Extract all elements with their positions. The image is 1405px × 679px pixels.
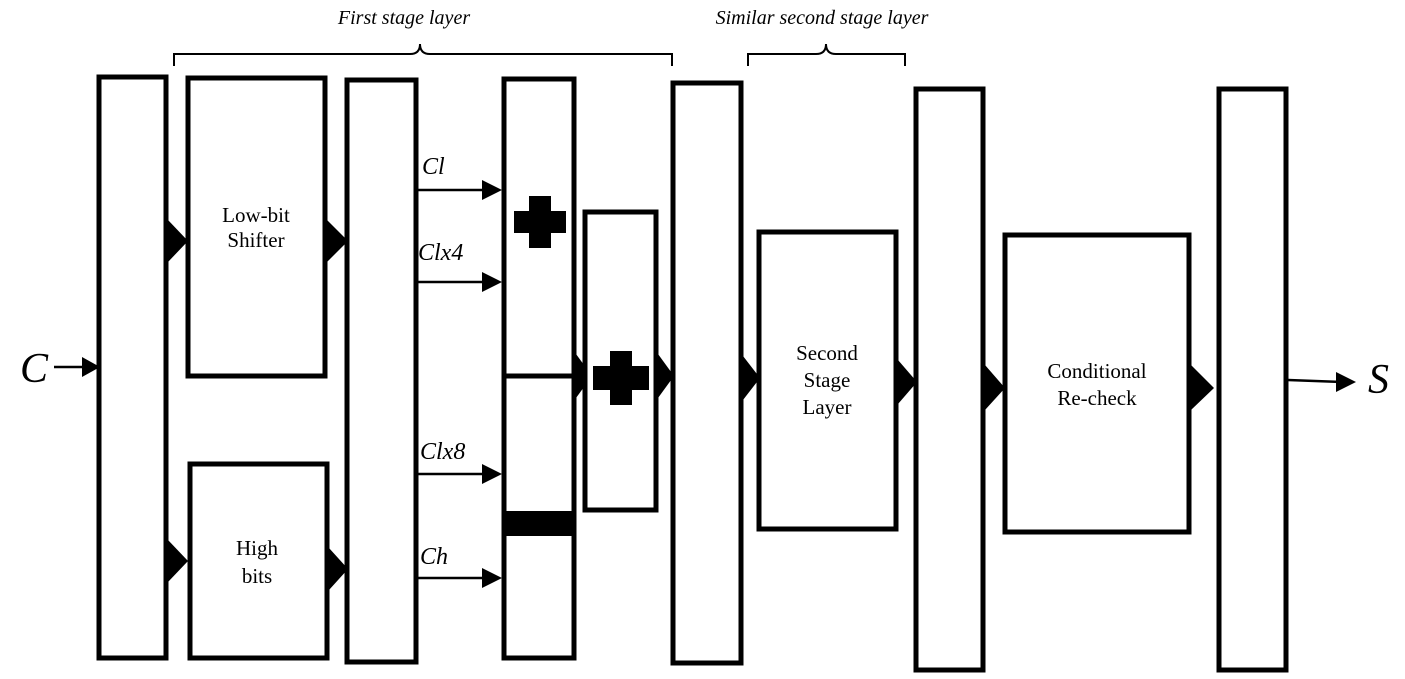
adder-plus-icon (514, 196, 566, 248)
input-label: C (20, 346, 49, 392)
recheck-line2: Re-check (1057, 386, 1137, 410)
signal-column (344, 77, 419, 665)
output-label: S (1368, 357, 1389, 403)
input-splitter-column (96, 74, 169, 661)
high-bits-block (187, 461, 330, 661)
output-arrow-shaft (1287, 378, 1343, 384)
low-bit-shifter-block (185, 75, 328, 379)
adder-column (501, 76, 577, 661)
arrow-second-stage-out (898, 360, 917, 404)
arrow-to-stage1-output (658, 354, 674, 398)
stage2-output-column (913, 86, 986, 673)
high-bits-line1: High (236, 536, 279, 560)
signal-cl-label: Cl (422, 154, 445, 180)
second-stage-line3: Layer (803, 395, 852, 419)
signal-cl-head (482, 180, 502, 200)
second-stage-brace (747, 43, 906, 66)
high-bits-line2: bits (242, 564, 272, 588)
signal-ch-label: Ch (420, 544, 448, 570)
arrow-shifter-out (327, 220, 348, 262)
signal-clx8-label: Clx8 (420, 439, 465, 465)
signal-clx4-label: Clx4 (418, 240, 463, 266)
arrow-to-high-bits (168, 540, 188, 582)
low-bit-shifter-line1: Low-bit (222, 203, 290, 227)
second-stage-line1: Second (796, 341, 858, 365)
signal-clx4-head (482, 272, 502, 292)
low-bit-shifter-line2: Shifter (227, 228, 284, 252)
final-adder-plus-icon (593, 351, 649, 405)
adder-separator-bar (504, 511, 574, 536)
second-stage-line2: Stage (804, 368, 851, 392)
final-output-column (1216, 86, 1289, 673)
first-stage-brace (173, 43, 673, 66)
recheck-line1: Conditional (1047, 359, 1146, 383)
first-stage-caption: First stage layer (337, 7, 470, 29)
output-arrow-head (1336, 372, 1356, 392)
signal-clx8-head (482, 464, 502, 484)
conditional-recheck-block (1002, 232, 1192, 535)
arrow-to-shifter (168, 220, 188, 262)
second-stage-layer-block (756, 229, 899, 532)
second-stage-caption: Similar second stage layer (716, 7, 929, 29)
arrow-to-second-stage (743, 356, 760, 400)
stage1-output-column (670, 80, 744, 666)
signal-ch-head (482, 568, 502, 588)
input-arrow-head (82, 357, 100, 377)
arrow-recheck-out (1191, 365, 1214, 410)
arrow-to-recheck (985, 365, 1005, 410)
arrow-high-bits-out (329, 548, 348, 590)
